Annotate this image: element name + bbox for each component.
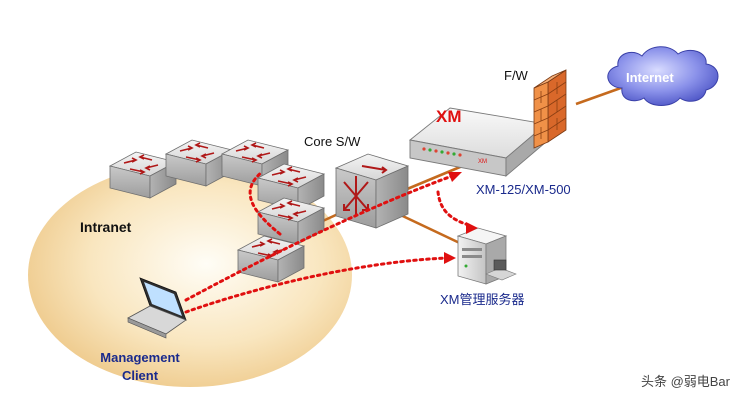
path-arrowheads bbox=[444, 172, 478, 264]
core-switch-label: Core S/W bbox=[304, 134, 361, 149]
client-label-line2: Client bbox=[122, 368, 159, 383]
path-client-to-xm bbox=[184, 174, 454, 302]
internet-label: Internet bbox=[626, 70, 674, 85]
firewall-icon[interactable] bbox=[533, 69, 567, 149]
path-intranet-loop bbox=[248, 170, 282, 236]
laptop-icon[interactable] bbox=[127, 277, 187, 339]
xm-brand-label: XM bbox=[436, 107, 462, 126]
device-face-text: XM bbox=[478, 159, 487, 165]
server-label: XM管理服务器 bbox=[440, 292, 525, 307]
intranet-label: Intranet bbox=[80, 219, 132, 235]
server-icon[interactable] bbox=[456, 227, 517, 285]
xm-model-label: XM-125/XM-500 bbox=[476, 182, 571, 197]
xm-appliance-icon[interactable]: XM bbox=[408, 107, 548, 177]
watermark-text: 头条 @弱电Bar bbox=[641, 374, 731, 389]
firewall-label: F/W bbox=[504, 68, 529, 83]
status-lights bbox=[422, 147, 462, 157]
internet-cloud-icon[interactable] bbox=[607, 46, 719, 106]
client-label-line1: Management bbox=[100, 350, 180, 365]
path-client-to-server bbox=[184, 256, 448, 314]
core-router-icon[interactable] bbox=[334, 153, 410, 229]
path-xm-to-server bbox=[436, 190, 474, 228]
